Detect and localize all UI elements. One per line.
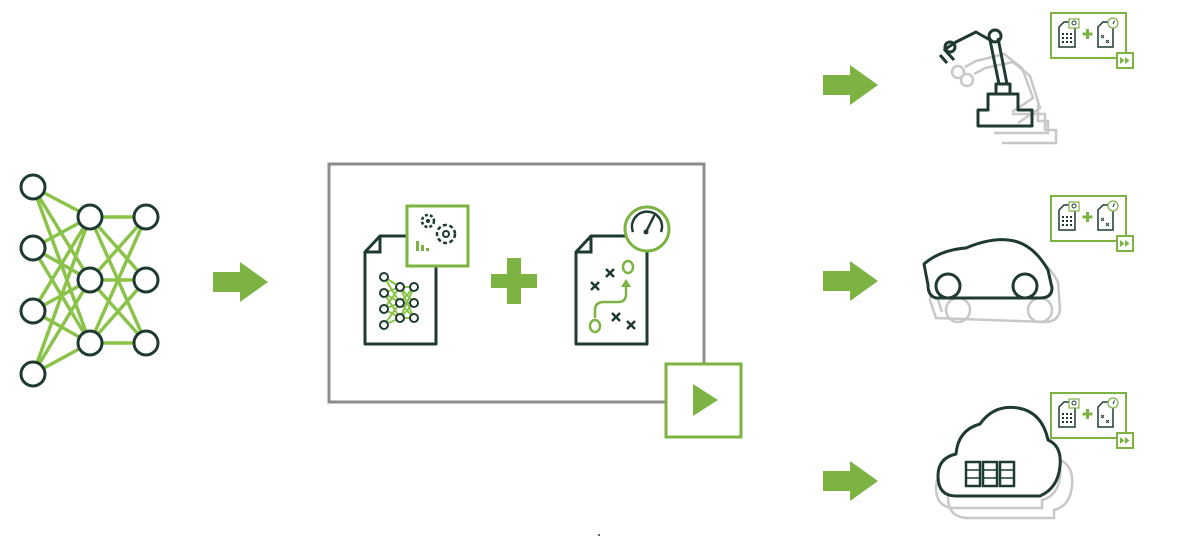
play-button-icon[interactable] bbox=[664, 362, 743, 439]
right-arrow-icon bbox=[823, 461, 878, 501]
robotic-arm-icon bbox=[938, 28, 1058, 145]
car-icon bbox=[922, 238, 1062, 324]
right-arrow-icon bbox=[823, 65, 878, 105]
deployment-bundle-icon bbox=[1050, 392, 1134, 449]
runtime-strategy-file-icon bbox=[574, 234, 649, 346]
gears-chart-icon bbox=[405, 204, 470, 268]
right-arrow-icon bbox=[823, 261, 878, 301]
plus-icon bbox=[491, 258, 537, 304]
deployment-package bbox=[327, 162, 743, 439]
speedometer-icon bbox=[623, 205, 671, 253]
right-arrow-icon bbox=[213, 262, 268, 302]
deployment-bundle-icon bbox=[1050, 195, 1134, 252]
deployment-bundle-icon bbox=[1050, 12, 1134, 69]
neural-network-icon bbox=[19, 173, 160, 388]
decor-dot bbox=[598, 534, 600, 536]
cloud-server-icon bbox=[934, 405, 1074, 520]
